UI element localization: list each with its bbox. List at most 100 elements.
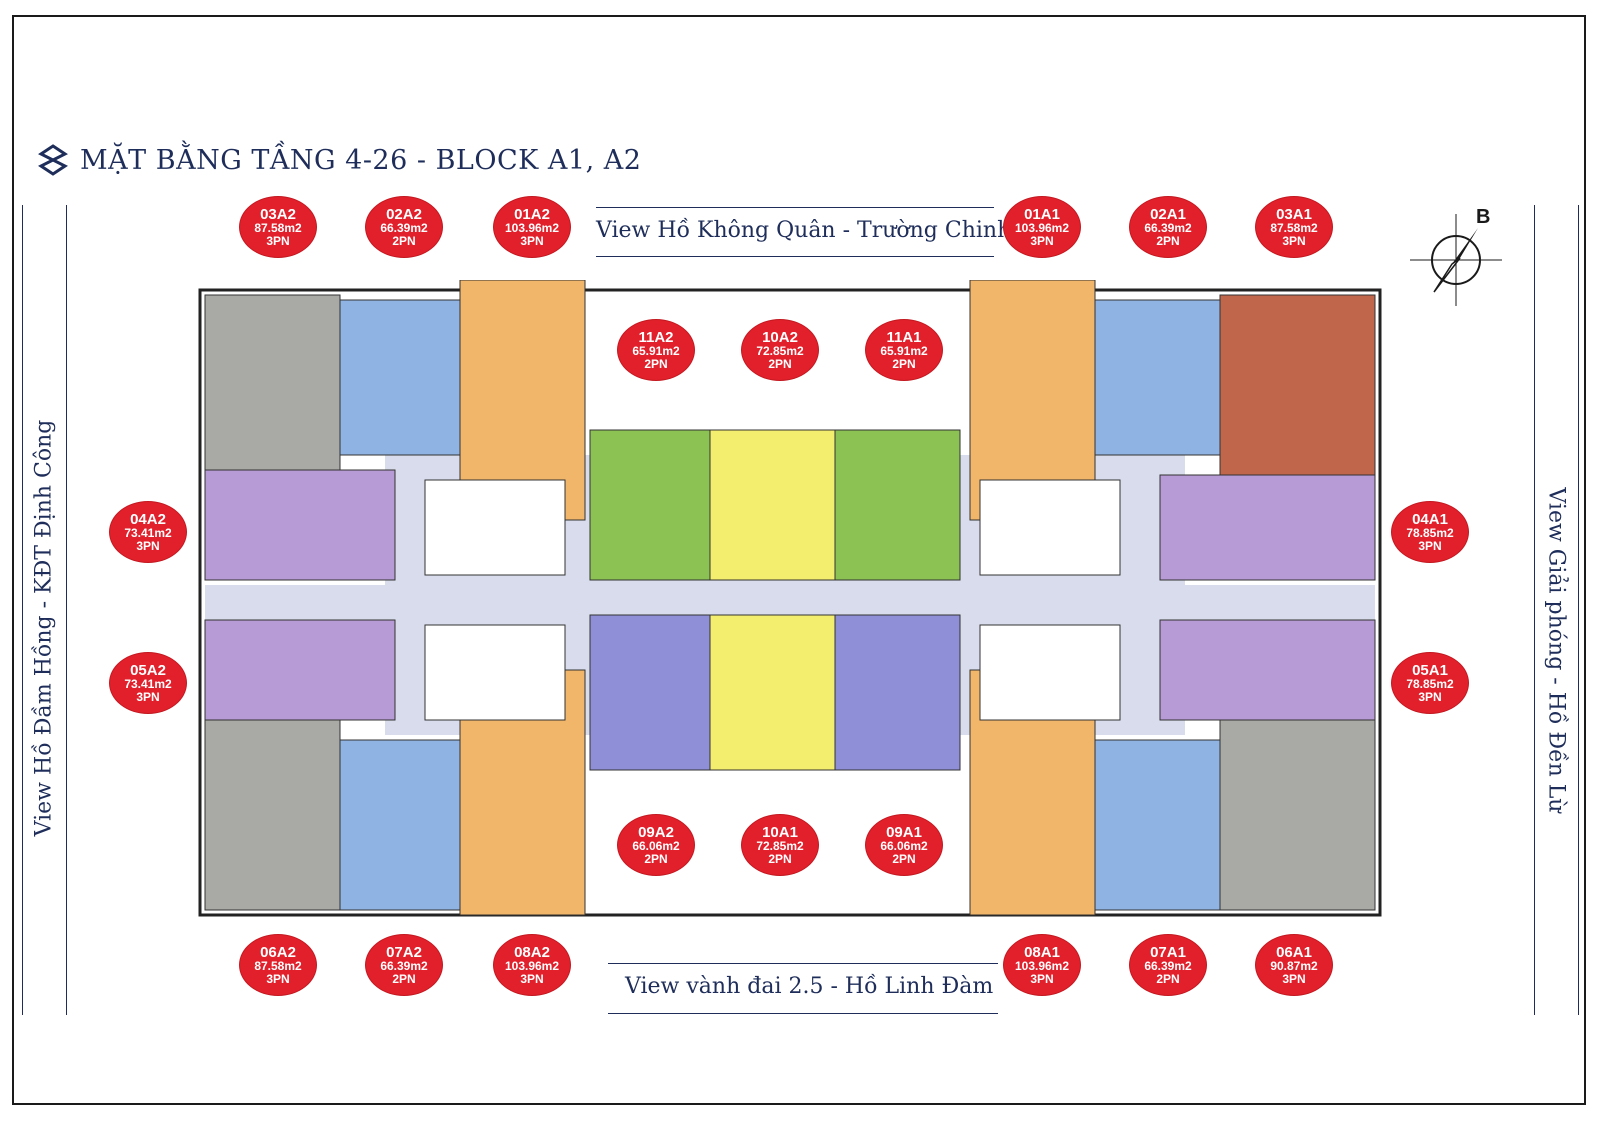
unit-badge-id: 02A1: [1150, 205, 1186, 223]
unit-badge-id: 04A2: [130, 510, 166, 528]
unit-badge-area: 73.41m2: [124, 677, 172, 692]
unit-badge-id: 07A2: [386, 943, 422, 961]
unit-badge-rooms: 3PN: [1418, 538, 1442, 553]
unit-02A1[interactable]: [1094, 299, 1221, 456]
unit-badge-area: 78.85m2: [1406, 677, 1454, 692]
unit-badge-rooms: 3PN: [1282, 971, 1306, 986]
unit-02A2[interactable]: [339, 299, 461, 456]
unit-badge-id: 11A2: [638, 328, 674, 346]
compass-rose-icon: [1410, 214, 1502, 306]
unit-badge-area: 66.06m2: [880, 839, 928, 854]
unit-badge-rooms: 2PN: [1156, 971, 1180, 986]
unit-11A1[interactable]: [834, 429, 961, 581]
core-right-bottom: [979, 624, 1121, 721]
unit-badge-area: 66.39m2: [380, 959, 428, 974]
compass-letter: B: [1476, 206, 1491, 228]
top-view-line-lower: [596, 256, 994, 257]
unit-05A2[interactable]: [204, 619, 396, 721]
unit-badge-area: 103.96m2: [504, 959, 560, 974]
unit-badge-area: 103.96m2: [1014, 959, 1070, 974]
unit-badge-id: 09A1: [886, 823, 922, 841]
unit-badge-rooms: 2PN: [644, 356, 668, 371]
unit-10A2[interactable]: [709, 429, 836, 581]
unit-badge-rooms: 3PN: [266, 233, 290, 248]
page-title: MẶT BẰNG TẦNG 4-26 - BLOCK A1, A2: [38, 140, 641, 180]
unit-03A2[interactable]: [204, 294, 341, 471]
unit-09A2[interactable]: [589, 614, 711, 771]
unit-badge-area: 103.96m2: [1014, 221, 1070, 236]
view-bottom-label: View vành đai 2.5 - Hồ Linh Đàm: [625, 974, 994, 999]
unit-badge-id: 05A1: [1412, 661, 1448, 679]
unit-03A1[interactable]: [1219, 294, 1376, 476]
floor-plan: [198, 280, 1382, 917]
unit-badge-rooms: 3PN: [1282, 233, 1306, 248]
unit-badge-area: 72.85m2: [756, 344, 804, 359]
unit-badge-rooms: 2PN: [392, 971, 416, 986]
unit-badge-id: 07A1: [1150, 943, 1186, 961]
view-left-label: View Hồ Đầm Hồng - KĐT Định Công: [31, 419, 57, 837]
unit-badge-id: 11A1: [886, 328, 922, 346]
unit-04A2[interactable]: [204, 469, 396, 581]
view-top-label: View Hồ Không Quân - Trường Chinh: [596, 218, 1012, 243]
unit-badge-id: 05A2: [130, 661, 166, 679]
unit-badge-id: 10A2: [762, 328, 798, 346]
unit-badge-id: 09A2: [638, 823, 674, 841]
unit-11A2[interactable]: [589, 429, 711, 581]
unit-badge-rooms: 2PN: [1156, 233, 1180, 248]
unit-badge-area: 65.91m2: [880, 344, 928, 359]
unit-badge-rooms: 3PN: [136, 538, 160, 553]
core-left-top: [424, 479, 566, 576]
unit-06A2[interactable]: [204, 719, 341, 911]
unit-07A1[interactable]: [1094, 739, 1221, 911]
unit-05A1[interactable]: [1159, 619, 1376, 721]
unit-badge-rooms: 2PN: [768, 851, 792, 866]
unit-badge-rooms: 3PN: [1030, 233, 1054, 248]
unit-10A1[interactable]: [709, 614, 836, 771]
unit-badge-id: 03A2: [260, 205, 296, 223]
unit-badge-id: 06A1: [1276, 943, 1312, 961]
unit-07A2[interactable]: [339, 739, 461, 911]
right-view-line-outer: [1578, 205, 1579, 1015]
unit-badge-id: 06A2: [260, 943, 296, 961]
logo-icon: [38, 144, 68, 176]
unit-badge-rooms: 3PN: [520, 233, 544, 248]
left-view-line-inner: [66, 205, 67, 1015]
unit-badge-rooms: 2PN: [392, 233, 416, 248]
unit-badge-area: 73.41m2: [124, 526, 172, 541]
unit-badge-rooms: 2PN: [768, 356, 792, 371]
unit-badge-area: 66.39m2: [1144, 221, 1192, 236]
view-right-label: View Giải phóng - Hồ Đền Lừ: [1543, 487, 1569, 813]
unit-badge-id: 01A1: [1024, 205, 1060, 223]
unit-badge-area: 87.58m2: [254, 221, 302, 236]
unit-badge-id: 02A2: [386, 205, 422, 223]
unit-badge-id: 08A2: [514, 943, 550, 961]
page-frame: [12, 15, 1586, 1105]
unit-badge-area: 66.39m2: [380, 221, 428, 236]
unit-09A1[interactable]: [834, 614, 961, 771]
unit-04A1[interactable]: [1159, 474, 1376, 581]
unit-badge-area: 103.96m2: [504, 221, 560, 236]
left-view-line-outer: [22, 205, 23, 1015]
unit-badge-id: 01A2: [514, 205, 550, 223]
title-text: MẶT BẰNG TẦNG 4-26 - BLOCK A1, A2: [80, 144, 642, 176]
unit-06A1[interactable]: [1219, 719, 1376, 911]
unit-badge-id: 04A1: [1412, 510, 1448, 528]
right-view-line-inner: [1534, 205, 1535, 1015]
